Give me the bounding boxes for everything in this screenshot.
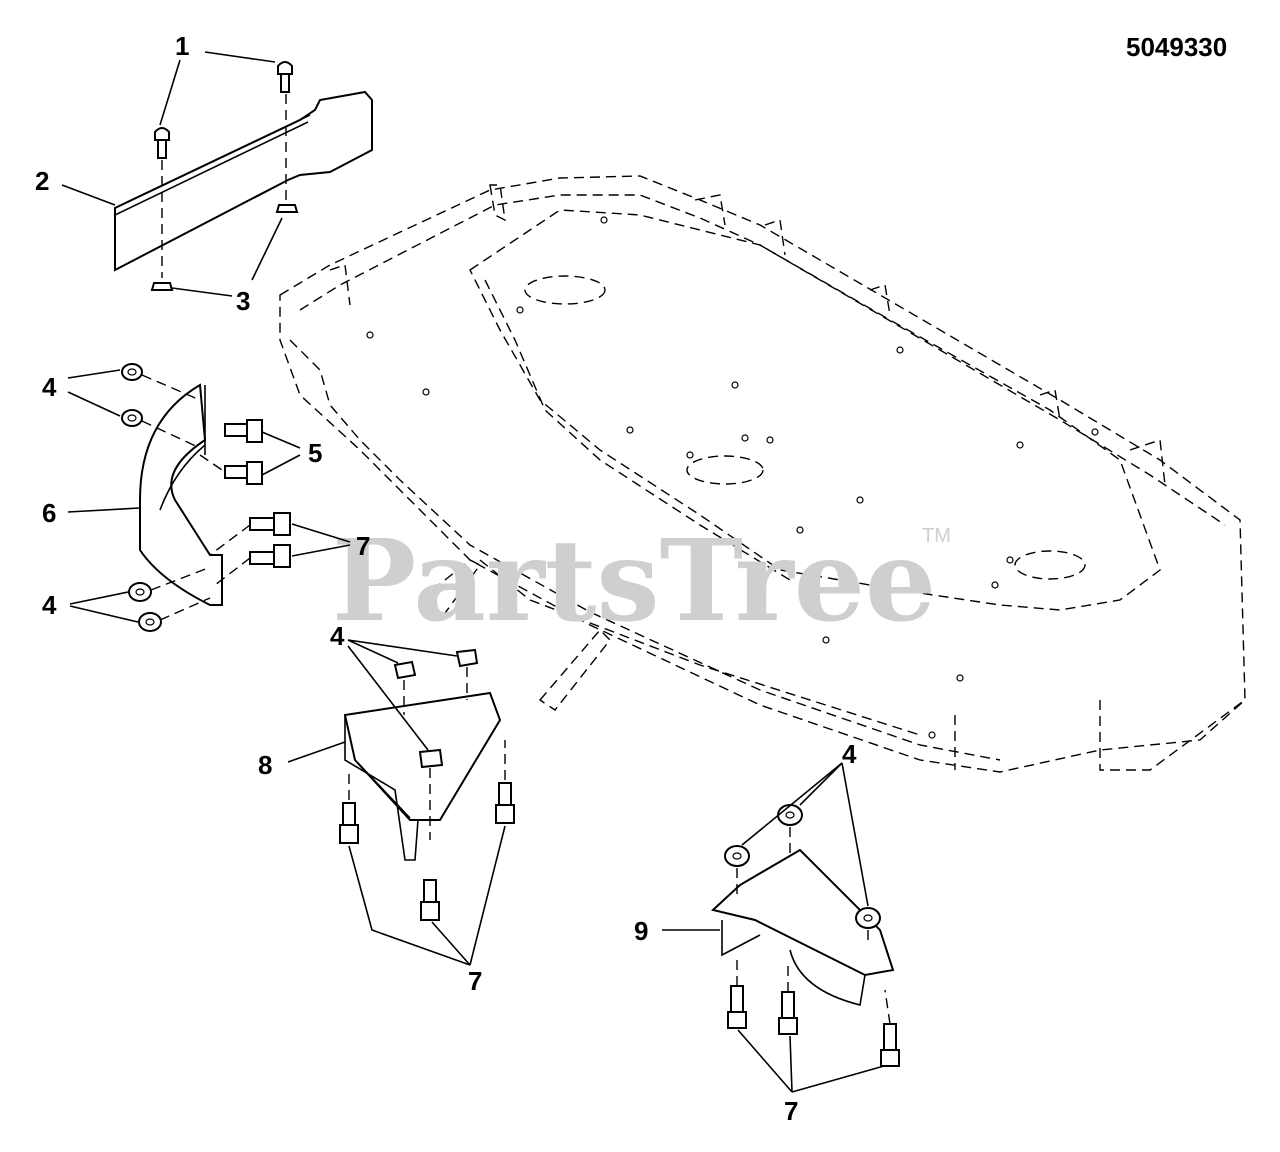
callout-5: 5 (308, 438, 322, 468)
flange-nut-4a (121, 363, 143, 381)
callout-4-shield-bottom: 4 (42, 590, 57, 620)
watermark-text: PartsTree (332, 516, 936, 647)
bolt-9c (880, 1023, 900, 1067)
leader-lines (61, 51, 885, 1093)
callouts: 1 2 3 4 5 6 7 4 4 8 7 4 9 7 (35, 31, 857, 1126)
carriage-bolt-1a (154, 127, 170, 159)
flange-nut-8c (418, 748, 444, 769)
watermark-trademark: TM (922, 525, 951, 547)
flange-nut-8b (455, 648, 479, 668)
flange-nut-9a (724, 845, 750, 867)
bolt-8b (495, 782, 515, 824)
carriage-bolt-1b (277, 61, 293, 93)
callout-3: 3 (236, 286, 250, 316)
nut-3a (150, 282, 174, 291)
curved-shield-assembly (121, 363, 291, 632)
bolt-9b (778, 991, 798, 1035)
nut-3b (275, 204, 299, 213)
bolt-8c (420, 879, 440, 921)
bracket-8-assembly (339, 648, 515, 921)
bolt-7a (249, 512, 291, 536)
callout-7-bracket-8: 7 (468, 966, 482, 996)
callout-4-bracket-9: 4 (842, 739, 857, 769)
deflector-bracket-assembly (114, 61, 373, 291)
callout-9: 9 (634, 916, 648, 946)
flange-nut-4b (121, 409, 143, 427)
bolt-9a (727, 985, 747, 1029)
bolt-8a (339, 802, 359, 844)
bolt-5b (224, 461, 263, 485)
flange-nut-4d (138, 612, 162, 632)
bolt-5a (224, 419, 263, 443)
callout-2: 2 (35, 166, 49, 196)
flange-nut-9b (777, 804, 803, 826)
mower-deck (279, 175, 1246, 773)
bolt-7b (249, 544, 291, 568)
diagram-number: 5049330 (1126, 32, 1227, 62)
callout-1: 1 (175, 31, 189, 61)
curved-shield (139, 383, 223, 606)
bracket-9-assembly (710, 804, 900, 1067)
flange-nut-4c (128, 582, 152, 602)
flange-nut-9c (855, 907, 881, 929)
callout-4-bracket-8: 4 (330, 621, 345, 651)
watermark: PartsTree TM (332, 516, 951, 647)
triangular-bracket-9 (710, 848, 895, 977)
callout-7-bracket-9: 7 (784, 1096, 798, 1126)
callout-6: 6 (42, 498, 56, 528)
callout-8: 8 (258, 750, 272, 780)
flange-nut-8a (393, 660, 417, 680)
callout-7-shield: 7 (356, 531, 370, 561)
callout-4-shield-top: 4 (42, 372, 57, 402)
deflector-bracket (114, 90, 373, 272)
